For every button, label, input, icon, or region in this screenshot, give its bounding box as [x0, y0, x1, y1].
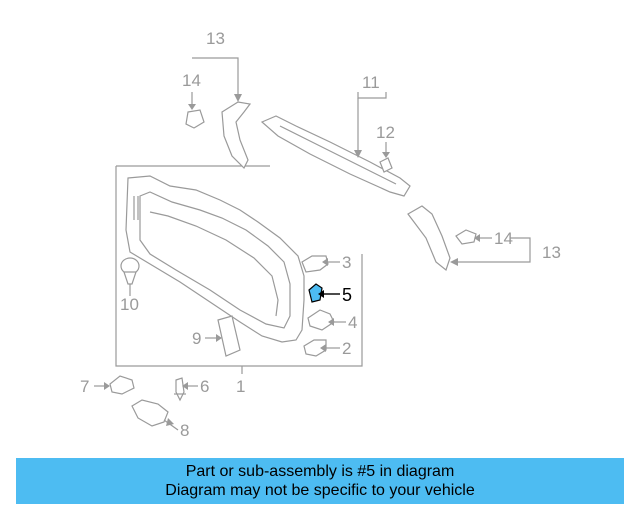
callout-8: 8: [180, 421, 189, 440]
part-14-right-clip[interactable]: [455, 229, 492, 245]
part-6-screw[interactable]: [174, 377, 198, 402]
callout-4: 4: [348, 313, 357, 332]
callout-12: 12: [376, 123, 395, 142]
callout-10: 10: [120, 295, 139, 314]
callout-1: 1: [236, 377, 245, 396]
part-3-clip[interactable]: [301, 255, 340, 273]
callout-14-right: 14: [494, 229, 513, 248]
callout-2: 2: [342, 339, 351, 358]
banner-line-2: Diagram may not be specific to your vehi…: [165, 482, 475, 499]
info-banner: Part or sub-assembly is #5 in diagram Di…: [16, 458, 624, 504]
callout-9: 9: [192, 329, 201, 348]
part-5-clip[interactable]: [308, 283, 340, 303]
callout-7: 7: [80, 377, 89, 396]
part-14-left-clip[interactable]: [185, 92, 205, 129]
banner-line-1: Part or sub-assembly is #5 in diagram: [185, 463, 455, 480]
callout-6: 6: [200, 377, 209, 396]
parts-diagram: 13 14 11 12 14 13 3 5 4 2 10 9 1 7 6 8: [80, 29, 561, 440]
part-2-clip[interactable]: [303, 339, 340, 357]
part-7-clip[interactable]: [94, 375, 135, 395]
callout-5: 5: [342, 285, 352, 305]
callout-3: 3: [342, 253, 351, 272]
part-8-cover[interactable]: [131, 399, 179, 431]
part-13-left-pillar-trim[interactable]: [192, 57, 252, 170]
part-13-right-pillar-trim[interactable]: [407, 205, 531, 272]
callout-13-right: 13: [542, 243, 561, 262]
part-10-plug[interactable]: [120, 257, 140, 296]
part-12-clip[interactable]: [379, 142, 393, 173]
callout-14-top: 14: [182, 71, 201, 90]
part-4-clip[interactable]: [307, 309, 346, 331]
part-9-pad[interactable]: [205, 315, 241, 357]
callout-11: 11: [362, 73, 380, 92]
part-1-tailgate-panel[interactable]: [125, 175, 305, 343]
callout-13-top: 13: [206, 29, 225, 48]
part-11-upper-garnish[interactable]: [260, 92, 411, 197]
